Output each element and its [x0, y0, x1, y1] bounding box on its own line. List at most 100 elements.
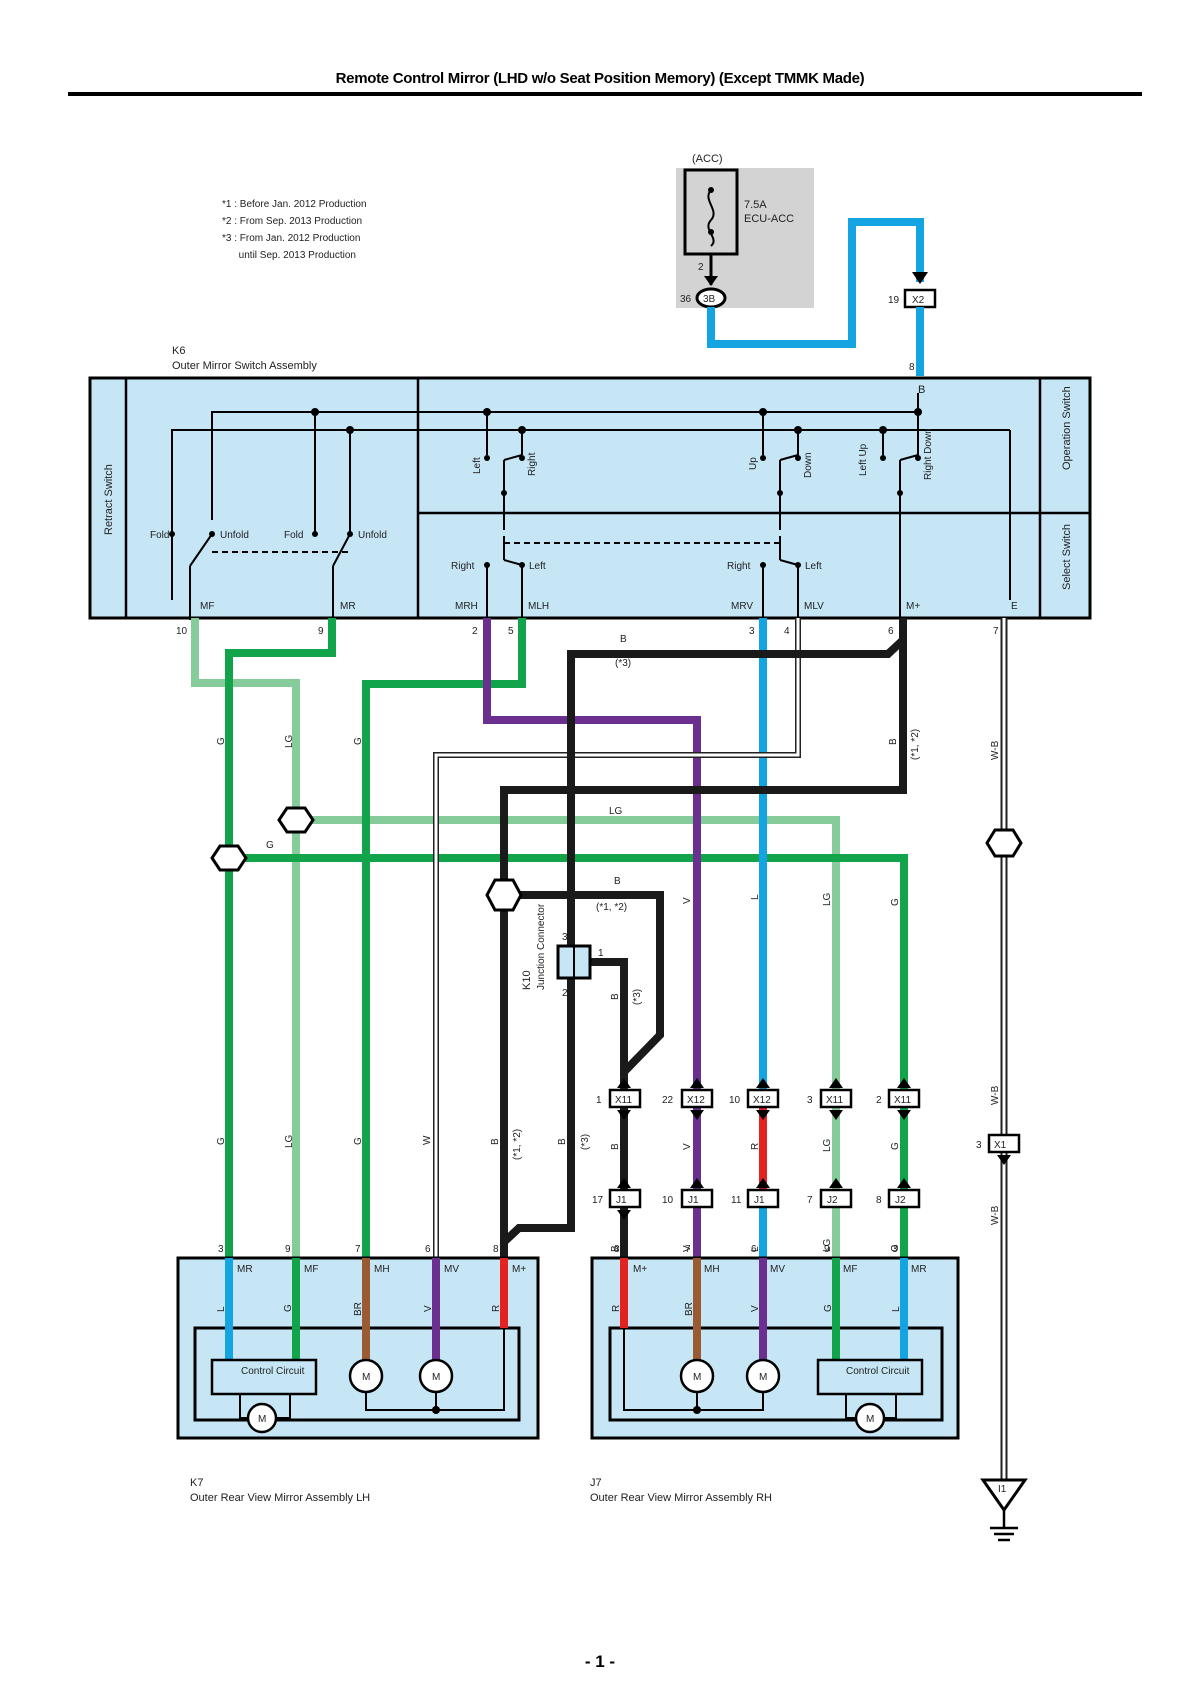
- lh-pin-3: 7: [355, 1244, 361, 1255]
- term-mlh: MLH: [528, 601, 549, 612]
- inline-pin: 11: [731, 1195, 742, 1206]
- pin-5: 5: [508, 626, 514, 637]
- inline-pin: 7: [807, 1195, 813, 1206]
- k7-name: Outer Rear View Mirror Assembly LH: [190, 1492, 370, 1504]
- rh-wire-3: V: [750, 1305, 761, 1312]
- inline-x11-2: X11 3: [807, 1088, 853, 1109]
- inline-pin: 2: [876, 1095, 882, 1106]
- retract-switch-label: Retract Switch: [103, 464, 115, 535]
- rh-wire-2: BR: [684, 1302, 695, 1316]
- wire-lg-lh: [191, 618, 300, 1258]
- inline-code: J2: [827, 1195, 838, 1206]
- inline-code: J2: [895, 1195, 906, 1206]
- note-3: *3 : From Jan. 2012 Production: [222, 233, 360, 244]
- rh-motor-h-icon: M: [693, 1372, 701, 1383]
- wl-star3-1: (*3): [615, 658, 631, 669]
- sel-left-label-1: Left: [529, 561, 546, 572]
- lh-pin-1: 3: [218, 1244, 224, 1255]
- wl-b-2: B: [888, 738, 899, 745]
- wire-lg-rh: [296, 816, 840, 1195]
- wl-b-4: B: [610, 993, 621, 1000]
- k6-code: K6: [172, 345, 185, 357]
- inline-pin: 1: [596, 1095, 602, 1106]
- junction-connector-k10: 3 1 2 K10 Junction Connector: [521, 903, 604, 999]
- note-1: *1 : Before Jan. 2012 Production: [222, 199, 367, 210]
- ground-code: I1: [998, 1484, 1007, 1495]
- inline-code: X11: [826, 1095, 843, 1106]
- pin-2: 2: [472, 626, 478, 637]
- wl-l-1: L: [750, 894, 761, 900]
- connector-3b-num: 36: [680, 294, 692, 305]
- wl-wb-2: W-B: [990, 1085, 1001, 1105]
- title-rule: [68, 92, 1142, 96]
- term-mlv: MLV: [804, 601, 824, 612]
- op-up-label: Up: [748, 457, 759, 470]
- wl-v-3: V: [682, 1245, 693, 1252]
- inline-pin: 10: [662, 1195, 674, 1206]
- wl-lg-5: LG: [822, 1138, 833, 1152]
- lh-motor-retract-icon: M: [258, 1414, 266, 1425]
- sel-left-label-2: Left: [805, 561, 822, 572]
- wl-b-5: B: [490, 1138, 501, 1145]
- wl-l-2: L: [750, 1246, 761, 1252]
- inline-code: X12: [753, 1095, 771, 1106]
- op-down-label: Down: [803, 452, 814, 478]
- wl-g-2: G: [353, 737, 364, 745]
- rh-control-circuit: Control Circuit: [846, 1366, 910, 1377]
- connector-x2-top-code: X2: [912, 295, 925, 306]
- wl-v-2: V: [682, 1143, 693, 1150]
- production-notes: *1 : Before Jan. 2012 Production *2 : Fr…: [222, 199, 367, 261]
- lh-pin-5: 8: [493, 1244, 499, 1255]
- wl-star1-3: (*1, *2): [512, 1129, 523, 1160]
- page-title: Remote Control Mirror (LHD w/o Seat Posi…: [335, 70, 865, 87]
- select-switch-label: Select Switch: [1061, 524, 1073, 590]
- lh-motor-v-icon: M: [432, 1372, 440, 1383]
- lh-pin-4: 6: [425, 1244, 431, 1255]
- fold-label-1: Fold: [150, 530, 169, 541]
- inline-pin: 3: [807, 1095, 813, 1106]
- rh-wire-1: R: [611, 1305, 622, 1312]
- outer-mirror-switch-assembly: K6 Outer Mirror Switch Assembly Retract …: [88, 345, 1092, 637]
- k6-name: Outer Mirror Switch Assembly: [172, 360, 317, 372]
- rh-term-1: M+: [633, 1264, 647, 1275]
- connector-x1-ground: [987, 1133, 1021, 1154]
- inline-code: J1: [688, 1195, 699, 1206]
- inline-j2-2: J28: [876, 1188, 921, 1209]
- sel-right-label-1: Right: [451, 561, 475, 572]
- wire-g-lh: [225, 618, 336, 1258]
- inline-j1-2: J1 10: [662, 1188, 714, 1209]
- wl-b-6: B: [557, 1138, 568, 1145]
- term-mf: MF: [200, 601, 214, 612]
- wl-wb-3: W-B: [990, 1205, 1001, 1225]
- lh-motor-h-icon: M: [362, 1372, 370, 1383]
- wl-g-6: G: [353, 1137, 364, 1145]
- outer-rear-view-mirror-lh: 3 9 7 6 8 MR MF MH MV M+ L G BR V R Cont…: [176, 1244, 540, 1504]
- wire-g-mlh: [362, 618, 526, 1258]
- fuse-rating: 7.5A: [744, 199, 767, 211]
- page-number: - 1 -: [584, 1652, 616, 1671]
- rh-motor-v-icon: M: [759, 1372, 767, 1383]
- lh-wire-5: R: [491, 1305, 502, 1312]
- pin-10: 10: [176, 626, 188, 637]
- lh-term-2: MF: [304, 1264, 318, 1275]
- wl-wb-1: W-B: [990, 740, 1001, 760]
- op-rightdown-label: Right Down: [923, 428, 934, 480]
- pin-3: 3: [749, 626, 755, 637]
- unfold-label-1: Unfold: [220, 530, 249, 541]
- wl-g-3: G: [266, 840, 274, 851]
- inline-pin: 22: [662, 1095, 674, 1106]
- term-mrh: MRH: [455, 601, 478, 612]
- k10-name: Junction Connector: [536, 903, 547, 990]
- term-mplus: M+: [906, 601, 920, 612]
- wire-b-mplus-2: [500, 640, 907, 1242]
- rh-wire-5: L: [891, 1306, 902, 1312]
- inline-code: X12: [687, 1095, 705, 1106]
- k10-pin-1: 1: [598, 948, 604, 959]
- splice-points: [210, 806, 1023, 912]
- j7-name: Outer Rear View Mirror Assembly RH: [590, 1492, 772, 1504]
- ground-connector-pin: 3: [976, 1140, 982, 1151]
- term-mr: MR: [340, 601, 356, 612]
